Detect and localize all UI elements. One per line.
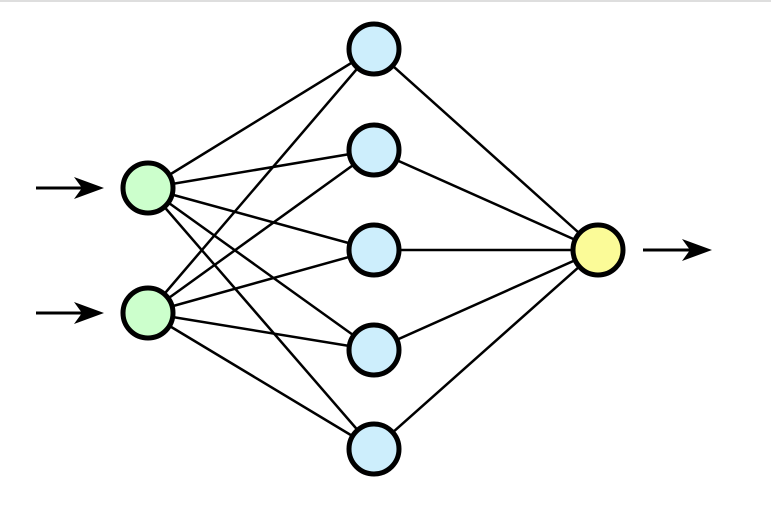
- top-border-line: [0, 0, 771, 2]
- edge-i1-h2: [147, 148, 375, 190]
- edge-i1-h3: [147, 186, 375, 252]
- edge-lines: [147, 47, 599, 451]
- edge-h1-o1: [373, 48, 599, 251]
- hidden-layer-node-h4: [346, 322, 402, 378]
- neuron-nodes: [120, 21, 626, 477]
- edge-i2-h2: [147, 148, 375, 315]
- edge-i2-h4: [147, 311, 375, 352]
- hidden-layer-node-h5: [346, 421, 402, 477]
- edge-i2-h3: [147, 248, 375, 315]
- input-arrow-1: [36, 177, 104, 199]
- edge-h5-o1: [373, 249, 599, 450]
- edge-i1-h5: [147, 187, 375, 450]
- io-arrows: [36, 177, 712, 324]
- output-layer-node-o1: [570, 222, 626, 278]
- edge-h2-o1: [373, 148, 599, 252]
- input-arrow-2-head: [74, 302, 104, 324]
- hidden-layer-node-h3: [346, 222, 402, 278]
- edge-i1-h1: [147, 47, 375, 190]
- input-layer-node-i1: [120, 160, 176, 216]
- hidden-layer-node-h2: [346, 122, 402, 178]
- input-arrow-1-head: [74, 177, 104, 199]
- input-arrow-2: [36, 302, 104, 324]
- output-arrow-head: [682, 239, 712, 261]
- edge-i1-h4: [147, 186, 375, 352]
- edge-i2-h5: [147, 311, 375, 451]
- hidden-layer-node-h1: [346, 21, 402, 77]
- output-arrow: [643, 239, 712, 261]
- edge-i2-h1: [147, 48, 375, 314]
- input-layer-node-i2: [120, 285, 176, 341]
- edge-h4-o1: [373, 248, 599, 352]
